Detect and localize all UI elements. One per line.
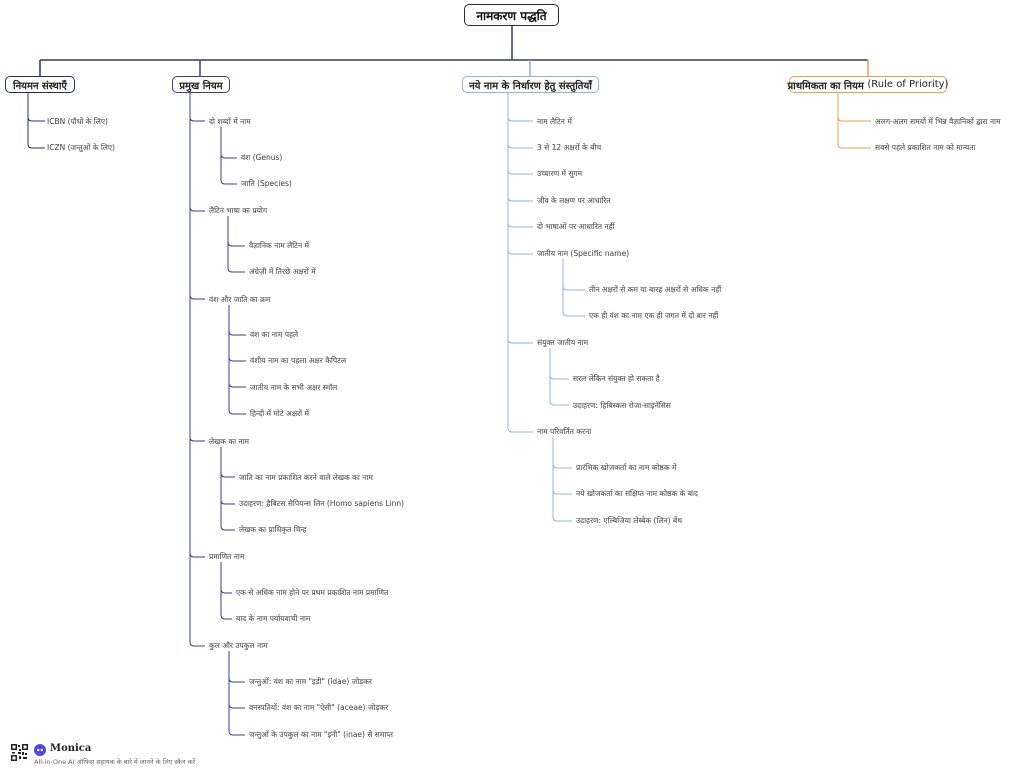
- connector-46: [837, 93, 871, 149]
- connector-36: [507, 93, 533, 344]
- connector-20: [228, 305, 246, 388]
- node-first-published-recognized[interactable]: सबसे पहले प्रकाशित नाम को मान्यता: [875, 143, 976, 152]
- connector-6: [27, 93, 45, 122]
- node-scientific-name-latin[interactable]: वैज्ञानिक नाम लैटिन में: [249, 241, 309, 250]
- connector-39: [562, 259, 585, 317]
- connector-11: [189, 93, 205, 442]
- node-subfamily-inae[interactable]: जन्तुओं के उपकुल का नाम "इनी" (inae) से …: [249, 730, 393, 739]
- category-rule-of-priority[interactable]: प्राथमिकता का नियम (Rule of Priority): [787, 76, 949, 93]
- node-species-small[interactable]: जातीय नाम के सभी अक्षर स्मॉल: [250, 383, 338, 392]
- brand-subtitle: All-in-One AI ऑफिस सहायक के बारे में जान…: [34, 758, 196, 766]
- connector-43: [552, 437, 572, 495]
- node-animals-idae[interactable]: जन्तुओं: वंश का नाम "इडी" (idae) जोड़कर: [249, 677, 372, 686]
- connector-10: [189, 93, 205, 300]
- category-label: प्रमुख नियम: [179, 80, 223, 92]
- connector-9: [189, 93, 205, 212]
- qr-code-icon: [11, 744, 28, 761]
- connector-7: [27, 93, 45, 149]
- root-node[interactable]: नामकरण पद्धति: [464, 4, 559, 26]
- connector-40: [549, 348, 569, 380]
- category-label: नये नाम के निर्धारण हेतु संस्तुतियाँ: [469, 80, 592, 92]
- connector-45: [837, 93, 871, 122]
- node-original-discoverer[interactable]: प्रारंभिक खोजकर्ता का नाम कोष्ठक में: [576, 463, 677, 472]
- node-3-to-12-letters[interactable]: 3 से 12 अक्षरों के बीच: [537, 143, 602, 152]
- node-synonyms[interactable]: बाद के नाम पर्यायवाची नाम: [236, 614, 311, 623]
- node-organism-traits[interactable]: जीव के लक्षण पर आधारित: [537, 196, 611, 205]
- node-author-name[interactable]: लेखक का नाम: [209, 437, 250, 446]
- node-genus-first[interactable]: वंश का नाम पहले: [250, 330, 299, 339]
- connector-42: [552, 437, 572, 469]
- node-hibiscus-example[interactable]: उदाहरण: हिबिस्कस रोजा-साइनेंसिस: [573, 401, 671, 410]
- connector-12: [189, 93, 205, 558]
- node-genus-capital[interactable]: वंशीय नाम का पहला अक्षर कैपिटल: [250, 356, 347, 365]
- node-first-published-valid[interactable]: एक से अधिक नाम होने पर प्रथम प्रकाशित ना…: [236, 588, 389, 597]
- node-iczn[interactable]: ICZN (जन्तुओं के लिए): [47, 143, 115, 152]
- node-icbn[interactable]: ICBN (पौधों के लिए): [47, 117, 108, 126]
- node-italics-english[interactable]: अंग्रेज़ी में तिरछे अक्षरों में: [249, 267, 316, 276]
- connector-27: [228, 651, 245, 683]
- node-hindi-bold[interactable]: हिन्दी में मोटे अक्षरों में: [250, 409, 309, 418]
- category-label-suffix: (Rule of Priority): [867, 79, 949, 90]
- node-name-change[interactable]: नाम परिवर्तित करना: [537, 427, 592, 436]
- connector-16: [227, 216, 245, 247]
- connector-17: [227, 216, 245, 273]
- connector-14: [220, 127, 237, 159]
- node-new-discoverer[interactable]: नये खोजकर्ता का संक्षिप्त नाम कोष्ठक के …: [576, 489, 698, 498]
- connector-8: [189, 93, 205, 122]
- category-main-rules[interactable]: प्रमुख नियम: [172, 76, 230, 93]
- node-author-example[interactable]: उदाहरण: हैबिटस सैपियन्स लिन (Homo sapien…: [239, 499, 405, 508]
- node-author-publisher[interactable]: जाति का नाम प्रकाशित करने वाले लेखक का न…: [239, 473, 373, 482]
- node-family-subfamily[interactable]: कुल और उपकुल नाम: [209, 641, 268, 650]
- node-genus-species-order[interactable]: वंश और जाति का क्रम: [209, 295, 271, 304]
- root-label: नामकरण पद्धति: [476, 8, 547, 23]
- connector-25: [220, 562, 232, 594]
- node-not-two-languages[interactable]: दो भाषाओं पर आधारित नहीं: [537, 222, 615, 231]
- brand-name: Monica: [50, 743, 92, 754]
- connector-44: [552, 437, 572, 522]
- category-new-name-recommendations[interactable]: नये नाम के निर्धारण हेतु संस्तुतियाँ: [462, 76, 599, 93]
- connector-34: [507, 93, 533, 228]
- connector-24: [220, 447, 235, 531]
- node-author-symbol[interactable]: लेखक का प्राधिकृत चिन्ह: [239, 525, 307, 534]
- connector-41: [549, 348, 569, 406]
- connector-22: [220, 447, 235, 478]
- node-no-duplicate-genus[interactable]: एक ही वंश का नाम एक ही जगत में दो बार नह…: [589, 311, 719, 320]
- node-letter-limit[interactable]: तीन अक्षरों से कम या बारह अक्षरों से अधि…: [589, 285, 722, 294]
- node-species[interactable]: जाति (Species): [241, 179, 292, 188]
- connector-30: [507, 93, 533, 122]
- category-label: नियमन संस्थाएँ: [13, 80, 67, 92]
- node-plants-aceae[interactable]: वनस्पतियों: वंश का नाम "ऐसी" (aceae) जोड…: [249, 703, 389, 712]
- node-valid-name[interactable]: प्रमाणित नाम: [209, 552, 245, 561]
- connector-23: [220, 447, 235, 505]
- connector-13: [189, 93, 205, 647]
- connector-38: [562, 259, 585, 291]
- connector-19: [228, 305, 246, 362]
- connector-37: [507, 93, 533, 433]
- connector-15: [220, 127, 237, 185]
- connector-29: [228, 651, 245, 736]
- connector-18: [228, 305, 246, 336]
- connector-21: [228, 305, 246, 415]
- category-regulatory-bodies[interactable]: नियमन संस्थाएँ: [5, 76, 75, 93]
- connector-33: [507, 93, 533, 202]
- node-different-scientists[interactable]: अलग-अलग समयों में भिन्न वैज्ञानिकों द्वा…: [875, 117, 1001, 126]
- monica-logo-icon: [34, 744, 46, 756]
- node-latin-language[interactable]: लैटिन भाषा का प्रयोग: [209, 206, 268, 215]
- node-easy-pronunciation[interactable]: उच्चारण में सुगम: [537, 169, 583, 178]
- connector-28: [228, 651, 245, 709]
- node-simple-but-compound[interactable]: सरल लेकिन संयुक्त हो सकता है: [573, 374, 660, 383]
- node-specific-name[interactable]: जातीय नाम (Specific name): [537, 249, 630, 258]
- node-albizia-example[interactable]: उदाहरण: एल्बिजिया लेब्बेक (लिन) बेंथ: [576, 516, 683, 525]
- connector-32: [507, 93, 533, 175]
- category-label: प्राथमिकता का नियम: [787, 80, 864, 92]
- node-name-in-latin[interactable]: नाम लैटिन में: [537, 117, 572, 126]
- node-two-word-name[interactable]: दो शब्दों में नाम: [209, 117, 251, 126]
- node-genus[interactable]: वंश (Genus): [241, 153, 283, 162]
- node-compound-specific-name[interactable]: संयुक्त जातीय नाम: [537, 338, 589, 347]
- connector-26: [220, 562, 232, 620]
